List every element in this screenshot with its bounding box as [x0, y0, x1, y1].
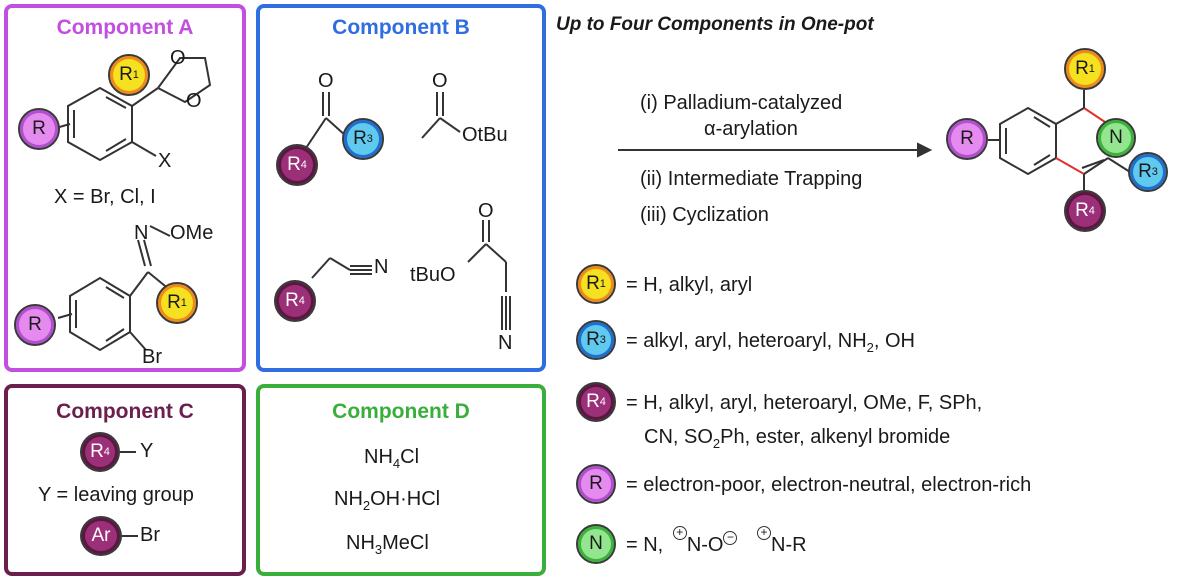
cyanoacetate-n-label: N: [498, 332, 513, 354]
component-d-title: Component D: [332, 400, 470, 423]
legend-n-text: = N, +N-O− +N-R: [626, 525, 807, 556]
component-a-box: Component A: [4, 4, 246, 372]
step3: (iii) Cyclization: [640, 204, 769, 226]
nitrogen-group-icon: N: [1096, 118, 1136, 158]
component-c-y-label: Y: [140, 440, 154, 462]
aryl-group-icon: Ar: [80, 516, 122, 556]
component-a-o-top: O: [170, 47, 186, 69]
component-b-title: Component B: [332, 16, 470, 39]
component-a-br-label: Br: [142, 346, 162, 368]
component-d-box: Component D: [256, 384, 546, 576]
r-substituent-icon: R: [946, 118, 988, 160]
scheme-title: Up to Four Components in One-pot: [556, 14, 874, 35]
step1-line2: α-arylation: [704, 118, 798, 140]
cyanoacetate-o-label: O: [478, 200, 494, 222]
reagent-nh4cl: NH4Cl: [364, 446, 420, 471]
step2: (ii) Intermediate Trapping: [640, 168, 863, 190]
legend-r4-text-line1: = H, alkyl, aryl, heteroaryl, OMe, F, SP…: [626, 392, 983, 414]
component-c-box: Component C: [4, 384, 246, 576]
legend-n-icon: N: [576, 524, 616, 564]
legend-r3-text: = alkyl, aryl, heteroaryl, NH2, OH: [626, 330, 915, 355]
component-a-n-label: N: [134, 222, 149, 244]
reagent-nh3mecl: NH3MeCl: [346, 532, 429, 557]
reagent-nh2oh-hcl: NH2OH·HCl: [334, 488, 441, 513]
step1-line1: (i) Palladium-catalyzed: [640, 92, 843, 114]
component-b-box: Component B: [256, 4, 546, 372]
component-a-x-definition: X = Br, Cl, I: [54, 186, 156, 208]
ketone-o-label: O: [318, 70, 334, 92]
component-c-y-definition: Y = leaving group: [38, 484, 194, 506]
otbu-label: OtBu: [462, 124, 508, 146]
tbuo-label: tBuO: [410, 264, 456, 286]
component-a-title: Component A: [56, 16, 194, 39]
component-a-x-label: X: [158, 150, 172, 172]
component-a-o-bottom: O: [186, 90, 202, 112]
r-substituent-icon: R: [14, 304, 56, 346]
r-substituent-icon: R: [18, 108, 60, 150]
legend-r-text: = electron-poor, electron-neutral, elect…: [626, 474, 1032, 496]
legend-r-icon: R: [576, 464, 616, 504]
component-c-title: Component C: [56, 400, 194, 423]
component-c-br-label: Br: [140, 524, 160, 546]
nitrile-n-label: N: [374, 256, 389, 278]
ester-o-label: O: [432, 70, 448, 92]
legend-r1-text: = H, alkyl, aryl: [626, 274, 753, 296]
legend-r4-text-line2: CN, SO2Ph, ester, alkenyl bromide: [644, 426, 951, 451]
component-a-ome-label: OMe: [170, 222, 214, 244]
